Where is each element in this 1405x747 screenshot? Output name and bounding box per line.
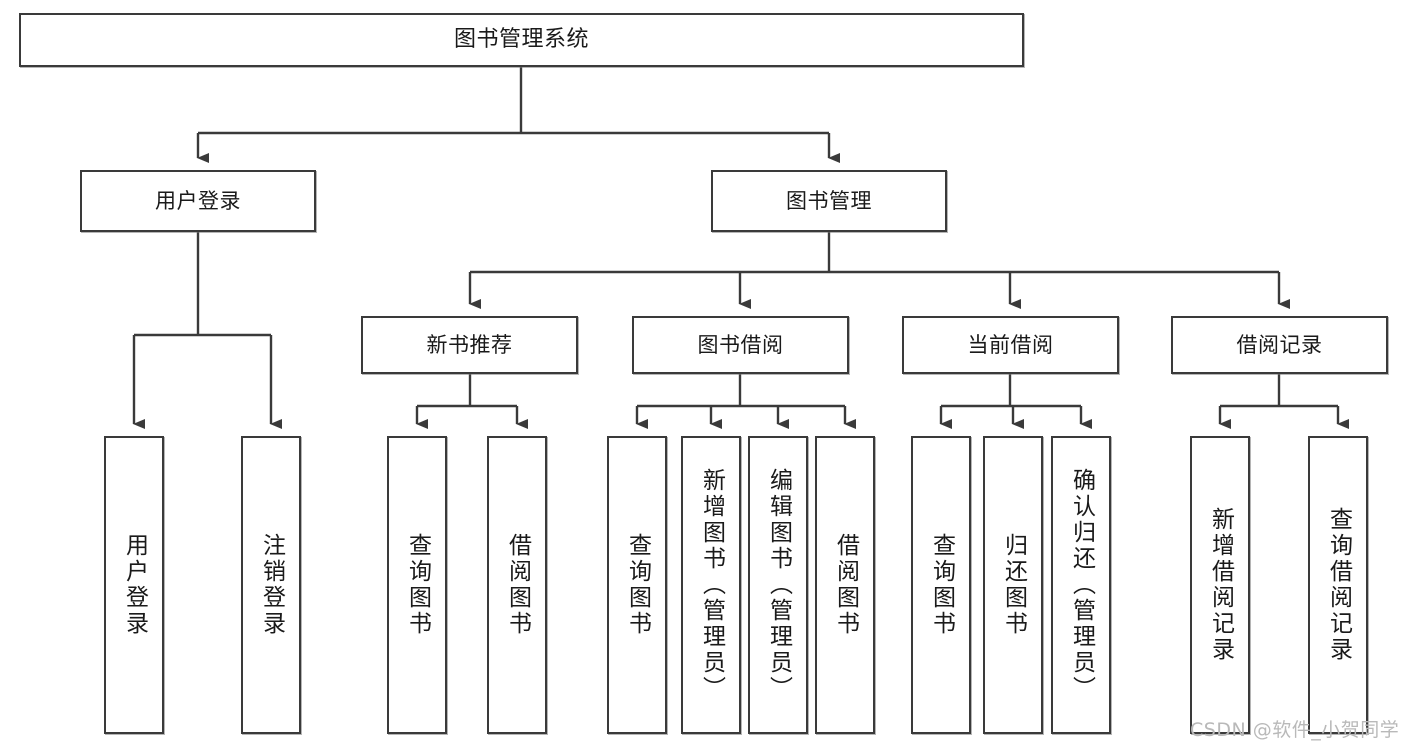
node-leaf-borrow-book-2[interactable]: 借阅图书 [815, 436, 875, 734]
node-book-manage[interactable]: 图书管理 [711, 170, 947, 232]
node-leaf-query-book-1-label: 查询图书 [404, 533, 431, 637]
node-leaf-query-record[interactable]: 查询借阅记录 [1308, 436, 1368, 734]
node-root-system-label: 图书管理系统 [453, 27, 589, 53]
node-book-manage-label: 图书管理 [786, 188, 872, 213]
node-leaf-query-book-2-label: 查询图书 [624, 533, 651, 637]
node-new-book-recommend-label: 新书推荐 [426, 332, 513, 357]
node-leaf-user-logout[interactable]: 注销登录 [241, 436, 301, 734]
node-leaf-return-book-label: 归还图书 [1000, 533, 1027, 637]
node-leaf-user-logout-label: 注销登录 [258, 533, 285, 637]
node-leaf-add-book[interactable]: 新增图书（管理员） [681, 436, 741, 734]
node-leaf-borrow-book-2-label: 借阅图书 [832, 533, 859, 637]
node-user-login[interactable]: 用户登录 [80, 170, 316, 232]
node-leaf-query-book-2[interactable]: 查询图书 [607, 436, 667, 734]
node-borrow-record[interactable]: 借阅记录 [1171, 316, 1388, 374]
csdn-watermark: CSDN @软件_小贺同学 [1190, 719, 1400, 741]
node-leaf-borrow-book-1-label: 借阅图书 [504, 533, 531, 637]
node-user-login-label: 用户登录 [155, 188, 241, 213]
node-leaf-confirm-return[interactable]: 确认归还（管理员） [1051, 436, 1111, 734]
node-borrow-record-label: 借阅记录 [1236, 332, 1323, 357]
node-leaf-query-record-label: 查询借阅记录 [1325, 507, 1352, 663]
node-book-borrow[interactable]: 图书借阅 [632, 316, 849, 374]
node-current-borrow[interactable]: 当前借阅 [902, 316, 1119, 374]
node-leaf-user-login[interactable]: 用户登录 [104, 436, 164, 734]
node-leaf-add-record-label: 新增借阅记录 [1207, 507, 1234, 663]
node-leaf-query-book-3[interactable]: 查询图书 [911, 436, 971, 734]
node-leaf-borrow-book-1[interactable]: 借阅图书 [487, 436, 547, 734]
node-leaf-user-login-label: 用户登录 [121, 533, 148, 637]
node-leaf-return-book[interactable]: 归还图书 [983, 436, 1043, 734]
node-leaf-query-book-1[interactable]: 查询图书 [387, 436, 447, 734]
node-leaf-add-book-label: 新增图书（管理员） [698, 468, 725, 702]
node-new-book-recommend[interactable]: 新书推荐 [361, 316, 578, 374]
node-current-borrow-label: 当前借阅 [967, 332, 1054, 357]
node-book-borrow-label: 图书借阅 [697, 332, 784, 357]
node-root-system[interactable]: 图书管理系统 [19, 13, 1024, 67]
node-leaf-add-record[interactable]: 新增借阅记录 [1190, 436, 1250, 734]
node-leaf-edit-book-label: 编辑图书（管理员） [765, 468, 792, 702]
node-leaf-query-book-3-label: 查询图书 [928, 533, 955, 637]
node-leaf-confirm-return-label: 确认归还（管理员） [1068, 468, 1095, 702]
node-leaf-edit-book[interactable]: 编辑图书（管理员） [748, 436, 808, 734]
